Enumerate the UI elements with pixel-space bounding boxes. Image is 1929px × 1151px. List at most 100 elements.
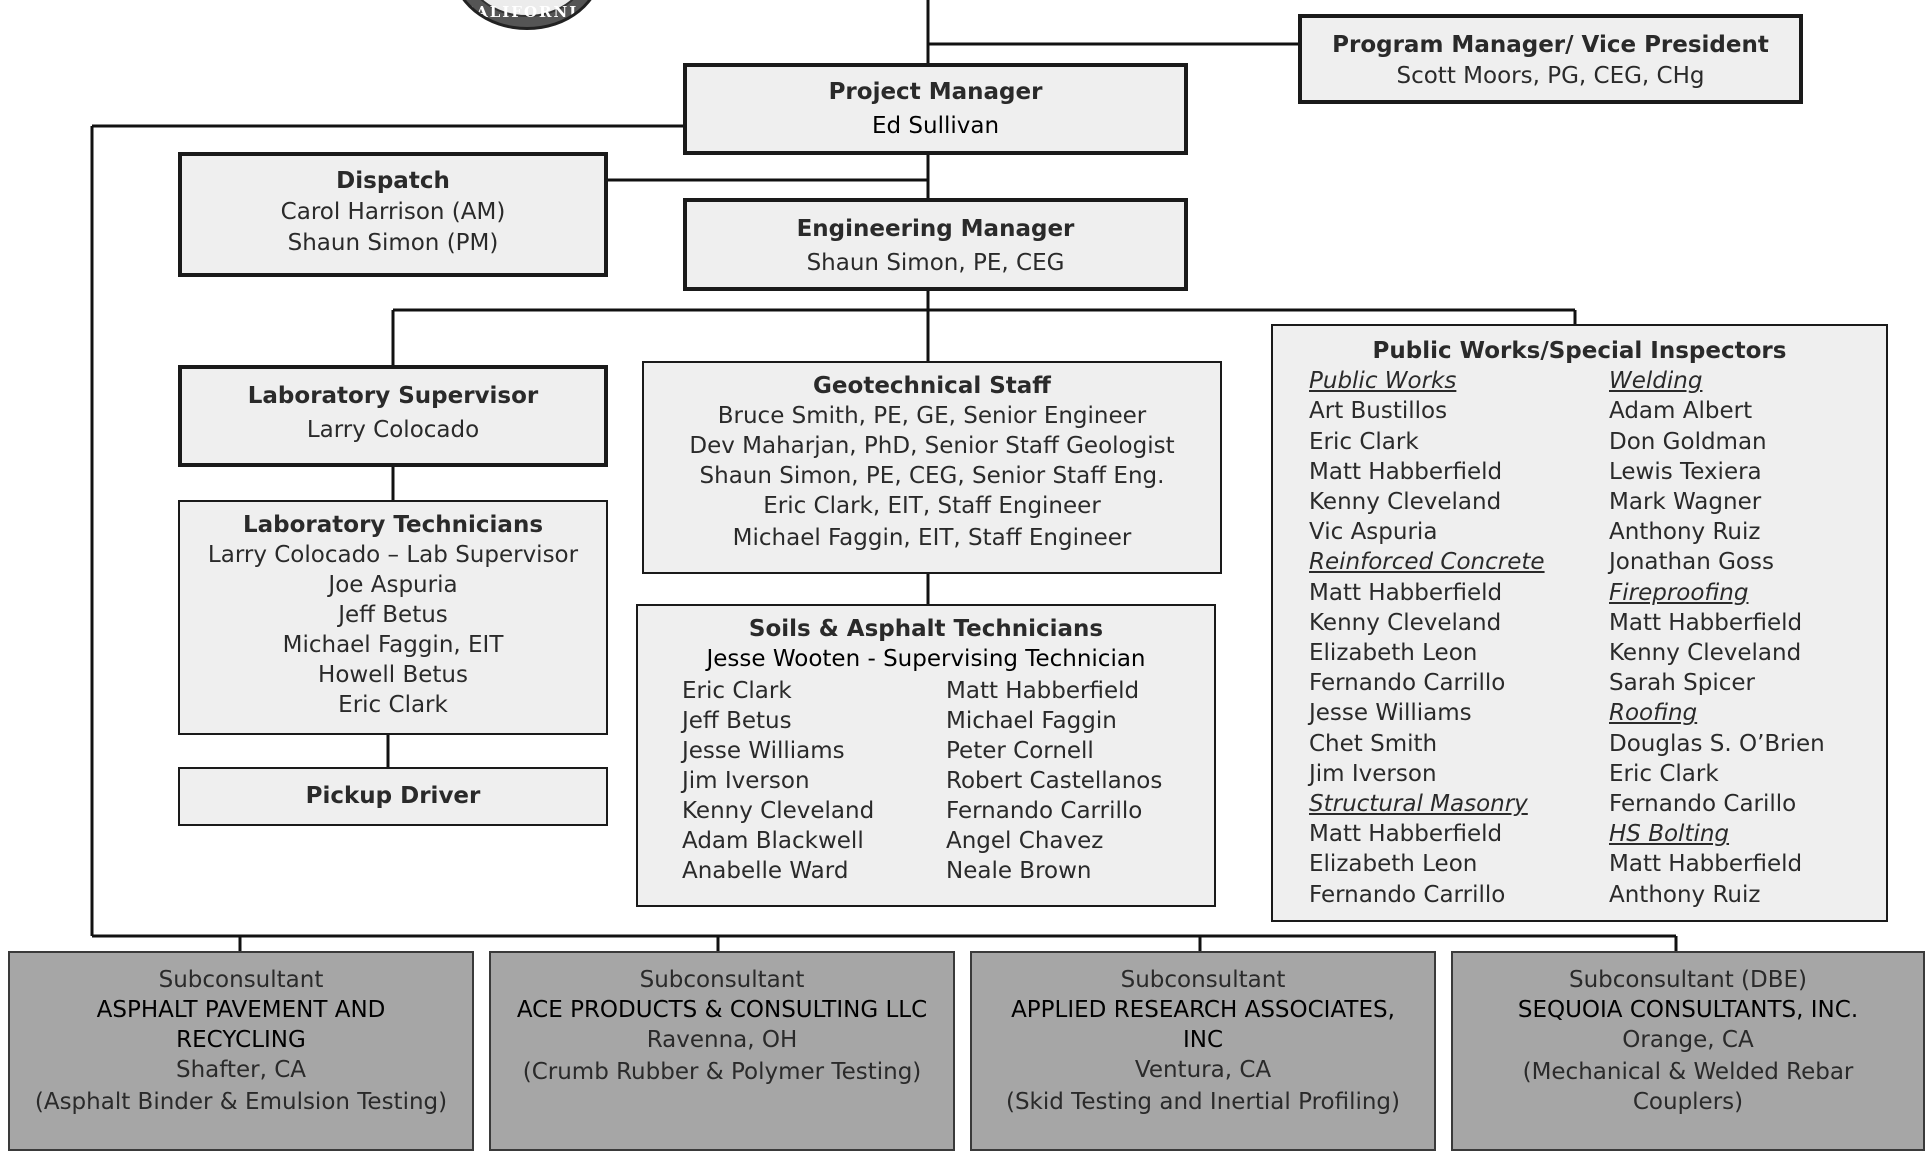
subconsultant-service: (Asphalt Binder & Emulsion Testing) bbox=[34, 1089, 448, 1115]
subconsultant-label: Subconsultant bbox=[639, 967, 805, 993]
geotechnical-staff-member: Eric Clark, EIT, Staff Engineer bbox=[763, 493, 1101, 519]
geotechnical-staff-member: Michael Faggin, EIT, Staff Engineer bbox=[732, 525, 1132, 551]
inspector-name: Jonathan Goss bbox=[1609, 549, 1774, 576]
inspector-name: Matt Habberfield bbox=[1309, 821, 1503, 848]
inspection-category-heading: Public Works bbox=[1309, 368, 1457, 395]
subconsultant-location: Shafter, CA bbox=[175, 1057, 306, 1083]
subconsultant-location: Orange, CA bbox=[1622, 1027, 1754, 1053]
technician-name: Jim Iverson bbox=[682, 768, 810, 794]
dispatch-line: Shaun Simon (PM) bbox=[287, 230, 499, 256]
engineering-manager-box: Engineering Manager Shaun Simon, PE, CEG bbox=[683, 198, 1188, 291]
lab-technicians-title: Laboratory Technicians bbox=[242, 512, 544, 538]
technician-name: Jesse Williams bbox=[682, 738, 845, 764]
subconsultant-name: SEQUOIA CONSULTANTS, INC. bbox=[1517, 997, 1859, 1023]
inspector-name: Adam Albert bbox=[1609, 398, 1753, 425]
inspector-name: Eric Clark bbox=[1609, 760, 1719, 787]
subconsultant-service: (Crumb Rubber & Polymer Testing) bbox=[522, 1059, 922, 1085]
lab-technician: Michael Faggin, EIT bbox=[282, 632, 504, 658]
lab-supervisor-box: Laboratory Supervisor Larry Colocado bbox=[178, 365, 608, 467]
lab-technicians-box: Laboratory Technicians Larry Colocado – … bbox=[178, 500, 608, 735]
technician-name: Matt Habberfield bbox=[946, 678, 1140, 704]
public-works-title: Public Works/Special Inspectors bbox=[1372, 338, 1787, 364]
inspector-name: Kenny Cleveland bbox=[1309, 489, 1502, 516]
inspector-name: Fernando Carrillo bbox=[1309, 670, 1506, 697]
geotechnical-staff-member: Shaun Simon, PE, CEG, Senior Staff Eng. bbox=[699, 463, 1165, 489]
lab-technician: Joe Aspuria bbox=[328, 572, 458, 598]
subconsultant-box: Subconsultant (DBE) SEQUOIA CONSULTANTS,… bbox=[1451, 951, 1925, 1151]
program-manager-name: Scott Moors, PG, CEG, CHg bbox=[1396, 63, 1705, 89]
technician-name: Neale Brown bbox=[946, 858, 1092, 884]
subconsultant-service: (Skid Testing and Inertial Profiling) bbox=[1005, 1089, 1401, 1115]
subconsultant-label: Subconsultant bbox=[158, 967, 324, 993]
subconsultant-label: Subconsultant bbox=[1120, 967, 1286, 993]
inspector-name: Fernando Carrillo bbox=[1309, 881, 1506, 908]
inspector-name: Jesse Williams bbox=[1309, 700, 1472, 727]
technician-name: Adam Blackwell bbox=[682, 828, 864, 854]
soils-technicians-title: Soils & Asphalt Technicians bbox=[748, 616, 1104, 642]
soils-technicians-supervisor: Jesse Wooten - Supervising Technician bbox=[706, 646, 1146, 672]
inspection-category-heading: Structural Masonry bbox=[1309, 791, 1528, 818]
inspector-name: Matt Habberfield bbox=[1309, 458, 1503, 485]
inspector-name: Chet Smith bbox=[1309, 730, 1438, 757]
soils-technicians-left-column: Eric Clark Jeff Betus Jesse Williams Jim… bbox=[682, 676, 946, 886]
program-manager-title: Program Manager/ Vice President bbox=[1332, 32, 1769, 58]
inspector-name: Douglas S. O’Brien bbox=[1609, 730, 1825, 757]
subconsultant-name: ACE PRODUCTS & CONSULTING LLC bbox=[516, 997, 928, 1023]
lab-supervisor-name: Larry Colocado bbox=[306, 417, 480, 443]
lab-technician: Larry Colocado – Lab Supervisor bbox=[207, 542, 579, 568]
inspection-category-heading: HS Bolting bbox=[1609, 821, 1730, 848]
inspector-name: Sarah Spicer bbox=[1609, 670, 1755, 697]
engineering-manager-name: Shaun Simon, PE, CEG bbox=[806, 250, 1065, 276]
soils-technicians-right-column: Matt Habberfield Michael Faggin Peter Co… bbox=[946, 676, 1162, 886]
technician-name: Fernando Carrillo bbox=[946, 798, 1143, 824]
project-manager-name: Ed Sullivan bbox=[871, 113, 1000, 139]
technician-name: Michael Faggin bbox=[946, 708, 1117, 734]
soils-technicians-box: Soils & Asphalt Technicians Jesse Wooten… bbox=[636, 604, 1216, 907]
dispatch-line: Carol Harrison (AM) bbox=[280, 199, 506, 225]
technician-name: Kenny Cleveland bbox=[682, 798, 875, 824]
inspector-name: Vic Aspuria bbox=[1309, 519, 1438, 546]
inspector-name: Matt Habberfield bbox=[1309, 579, 1503, 606]
pickup-driver-title: Pickup Driver bbox=[305, 783, 481, 809]
technician-name: Eric Clark bbox=[682, 678, 792, 704]
inspector-name: Kenny Cleveland bbox=[1309, 609, 1502, 636]
inspector-name: Matt Habberfield bbox=[1609, 851, 1803, 878]
public-works-box: Public Works/Special Inspectors Public W… bbox=[1271, 324, 1888, 922]
project-manager-title: Project Manager bbox=[828, 79, 1043, 105]
subconsultant-service: (Mechanical & Welded Rebar Couplers) bbox=[1522, 1059, 1854, 1115]
dispatch-box: Dispatch Carol Harrison (AM) Shaun Simon… bbox=[178, 152, 608, 277]
technician-name: Jeff Betus bbox=[682, 708, 792, 734]
inspector-name: Mark Wagner bbox=[1609, 489, 1762, 516]
connector-lines bbox=[90, 0, 1678, 953]
engineering-manager-title: Engineering Manager bbox=[796, 216, 1075, 242]
subconsultant-name: APPLIED RESEARCH ASSOCIATES, INC bbox=[1011, 997, 1395, 1053]
subconsultant-box: Subconsultant ACE PRODUCTS & CONSULTING … bbox=[489, 951, 955, 1151]
technician-name: Robert Castellanos bbox=[946, 768, 1163, 794]
geotechnical-staff-box: Geotechnical Staff Bruce Smith, PE, GE, … bbox=[642, 361, 1222, 574]
subconsultant-location: Ravenna, OH bbox=[646, 1027, 798, 1053]
technician-name: Peter Cornell bbox=[946, 738, 1094, 764]
lab-supervisor-title: Laboratory Supervisor bbox=[247, 383, 539, 409]
inspection-category-heading: Fireproofing bbox=[1609, 579, 1749, 606]
inspector-name: Anthony Ruiz bbox=[1609, 881, 1761, 908]
geotechnical-staff-member: Bruce Smith, PE, GE, Senior Engineer bbox=[717, 403, 1147, 429]
soils-technicians-columns: Eric Clark Jeff Betus Jesse Williams Jim… bbox=[638, 676, 1214, 886]
subconsultant-name: ASPHALT PAVEMENT AND RECYCLING bbox=[96, 997, 386, 1053]
inspector-name: Elizabeth Leon bbox=[1309, 640, 1478, 667]
inspector-name: Art Bustillos bbox=[1309, 398, 1448, 425]
lab-technician: Howell Betus bbox=[318, 662, 468, 688]
inspector-name: Jim Iverson bbox=[1309, 760, 1437, 787]
subconsultant-box: Subconsultant ASPHALT PAVEMENT AND RECYC… bbox=[8, 951, 474, 1151]
dispatch-title: Dispatch bbox=[336, 168, 450, 194]
inspection-category-heading: Roofing bbox=[1609, 700, 1698, 727]
inspector-name: Anthony Ruiz bbox=[1609, 519, 1761, 546]
technician-name: Angel Chavez bbox=[946, 828, 1104, 854]
geotechnical-staff-title: Geotechnical Staff bbox=[813, 373, 1051, 399]
subconsultant-box: Subconsultant APPLIED RESEARCH ASSOCIATE… bbox=[970, 951, 1436, 1151]
inspector-name: Elizabeth Leon bbox=[1309, 851, 1478, 878]
inspection-category-heading: Reinforced Concrete bbox=[1309, 549, 1545, 576]
subconsultant-label: Subconsultant (DBE) bbox=[1568, 967, 1807, 993]
geotechnical-staff-member: Dev Maharjan, PhD, Senior Staff Geologis… bbox=[689, 433, 1175, 459]
